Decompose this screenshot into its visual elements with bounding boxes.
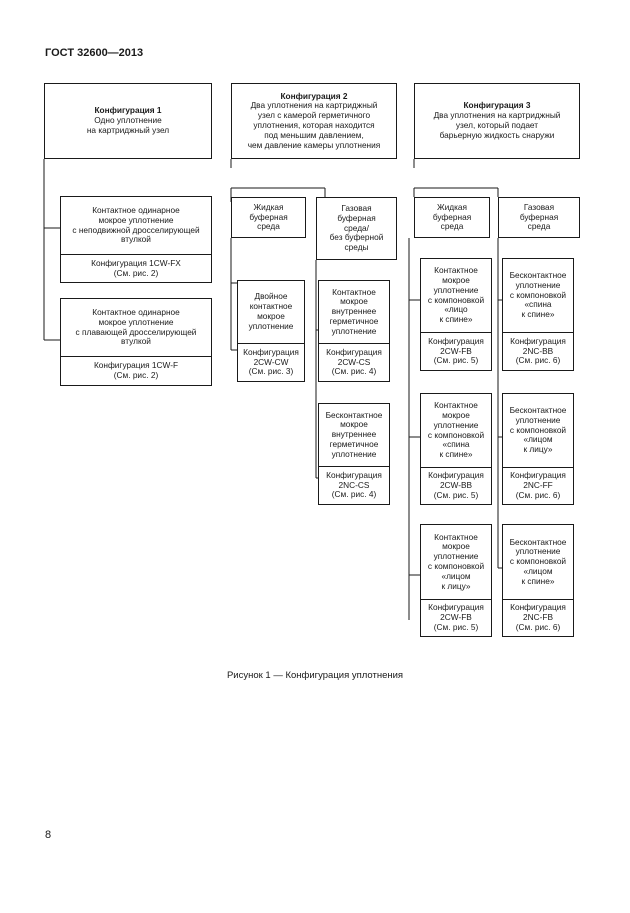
- config1-1cw-fx-box: Контактное одинарное мокрое уплотнение с…: [60, 196, 212, 283]
- config3-liquid-buffer-box: Жидкая буферная среда: [414, 197, 490, 238]
- config3-2cw-fb-face-ref: Конфигурация 2CW-FB (См. рис. 5): [421, 599, 491, 636]
- config1-title: Конфигурация 1: [94, 105, 162, 116]
- config2-box: Конфигурация 2 Два уплотнения на картрид…: [231, 83, 397, 159]
- config3-2nc-ff-desc: Бесконтактное уплотнение с компоновкой «…: [509, 405, 567, 455]
- config3-2nc-ff-box: Бесконтактное уплотнение с компоновкой «…: [502, 393, 574, 505]
- config3-2nc-fb-ref: Конфигурация 2NC-FB (См. рис. 6): [503, 599, 573, 636]
- config1-1cw-fx-ref: Конфигурация 1CW-FX (См. рис. 2): [61, 254, 211, 282]
- config2-2nc-cs-box: Бесконтактное мокрое внутреннее герметич…: [318, 403, 390, 505]
- config3-2cw-fb-face-desc: Контактное мокрое уплотнение с компоновк…: [427, 531, 485, 591]
- config3-gas-connectors: [497, 238, 502, 569]
- config3-box: Конфигурация 3 Два уплотнения на картрид…: [414, 83, 580, 159]
- config3-liquid-connectors: [408, 238, 420, 620]
- config2-2cw-cw-ref: Конфигурация 2CW-CW (См. рис. 3): [238, 343, 304, 381]
- config3-2nc-fb-box: Бесконтактное уплотнение с компоновкой «…: [502, 524, 574, 637]
- config3-2nc-bb-ref: Конфигурация 2NC-BB (См. рис. 6): [503, 332, 573, 370]
- figure-caption: Рисунок 1 — Конфигурация уплотнения: [226, 670, 404, 681]
- config3-gas-buffer-box: Газовая буферная среда: [498, 197, 580, 238]
- config1-1cw-fx-desc: Контактное одинарное мокрое уплотнение с…: [72, 204, 200, 245]
- config1-1cw-f-desc: Контактное одинарное мокрое уплотнение с…: [75, 306, 197, 347]
- page-number: 8: [45, 829, 52, 841]
- config3-2nc-fb-desc: Бесконтактное уплотнение с компоновкой «…: [509, 536, 567, 586]
- config1-desc: Одно уплотнение на картриджный узел: [86, 115, 170, 135]
- config2-gas-connectors: [315, 260, 318, 479]
- config2-2cw-cw-desc: Двойное контактное мокрое уплотнение: [248, 291, 294, 331]
- config2-liquid-connectors: [230, 238, 237, 351]
- config2-top-connectors: [230, 159, 326, 202]
- config3-2cw-fb-desc: Контактное мокрое уплотнение с компоновк…: [427, 265, 485, 325]
- config2-title: Конфигурация 2: [280, 90, 348, 101]
- config1-box: Конфигурация 1 Одно уплотнение на картри…: [44, 83, 212, 159]
- config2-2nc-cs-desc: Бесконтактное мокрое внутреннее герметич…: [325, 409, 383, 459]
- config3-2cw-bb-box: Контактное мокрое уплотнение с компоновк…: [420, 393, 492, 505]
- config3-title: Конфигурация 3: [463, 100, 531, 111]
- config3-2nc-bb-desc: Бесконтактное уплотнение с компоновкой «…: [509, 270, 567, 320]
- config2-2cw-cs-ref: Конфигурация 2CW-CS (См. рис. 4): [319, 343, 389, 381]
- config3-2cw-fb-box: Контактное мокрое уплотнение с компоновк…: [420, 258, 492, 371]
- config2-gas-buffer-box: Газовая буферная среда/ без буферной сре…: [316, 197, 397, 260]
- config1-1cw-f-box: Контактное одинарное мокрое уплотнение с…: [60, 298, 212, 386]
- document-header: ГОСТ 32600—2013: [45, 47, 144, 59]
- config3-desc: Два уплотнения на картриджный узел, кото…: [433, 110, 561, 140]
- config3-2cw-fb-ref: Конфигурация 2CW-FB (См. рис. 5): [421, 332, 491, 370]
- config1-1cw-f-ref: Конфигурация 1CW-F (См. рис. 2): [61, 356, 211, 385]
- config3-2cw-bb-ref: Конфигурация 2CW-BB (См. рис. 5): [421, 467, 491, 504]
- config3-2nc-bb-box: Бесконтактное уплотнение с компоновкой «…: [502, 258, 574, 371]
- config1-connectors: [43, 159, 60, 341]
- config2-2cw-cw-box: Двойное контактное мокрое уплотнение Кон…: [237, 280, 305, 382]
- config2-liquid-buffer-box: Жидкая буферная среда: [231, 197, 306, 238]
- config2-2cw-cs-box: Контактное мокрое внутреннее герметичное…: [318, 280, 390, 382]
- config2-desc: Два уплотнения на картриджный узел с кам…: [247, 100, 381, 150]
- config3-2cw-fb-face-box: Контактное мокрое уплотнение с компоновк…: [420, 524, 492, 637]
- config2-2cw-cs-desc: Контактное мокрое внутреннее герметичное…: [329, 286, 379, 336]
- config3-2cw-bb-desc: Контактное мокрое уплотнение с компоновк…: [427, 400, 485, 460]
- config2-2nc-cs-ref: Конфигурация 2NC-CS (См. рис. 4): [319, 466, 389, 504]
- config3-top-connectors: [413, 159, 499, 197]
- config3-2nc-ff-ref: Конфигурация 2NC-FF (См. рис. 6): [503, 467, 573, 504]
